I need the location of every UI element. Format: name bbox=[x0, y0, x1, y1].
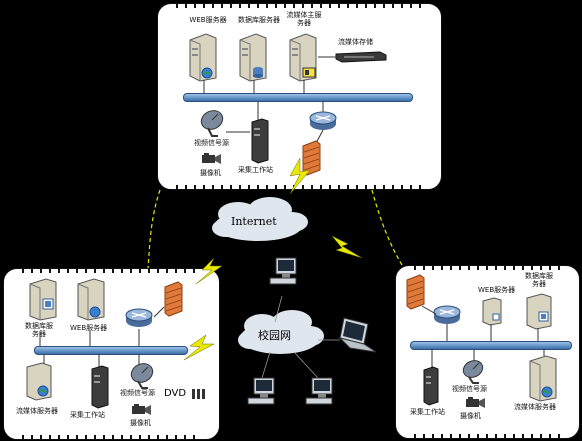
left-capture-ws-label: 采集工作站 bbox=[70, 411, 105, 419]
left-web-server-icon bbox=[77, 278, 105, 321]
web-server-icon bbox=[189, 33, 217, 82]
laptop-icon bbox=[338, 317, 377, 353]
dashed-link-left bbox=[147, 189, 161, 269]
right-capture-ws-label: 采集工作站 bbox=[410, 408, 445, 416]
top-bus-drops bbox=[203, 80, 324, 150]
left-stream-server-label: 流媒体服务器 bbox=[16, 407, 58, 415]
desktop-pc-icon-2 bbox=[247, 377, 275, 405]
internet-cloud-label: Internet bbox=[231, 215, 277, 228]
right-stream-server-icon bbox=[529, 355, 557, 402]
top-stream-main-label: 流媒体主服务器 bbox=[286, 11, 322, 27]
right-network-bus bbox=[410, 341, 572, 350]
router-icon bbox=[309, 111, 337, 130]
storage-link-icon bbox=[318, 56, 338, 58]
storage-device-icon bbox=[335, 51, 387, 63]
camera-icon bbox=[202, 153, 221, 164]
campus-cloud-icon bbox=[238, 310, 324, 354]
left-video-source-label: 视频信号源 bbox=[120, 389, 155, 397]
left-dvd-label: DVD bbox=[164, 388, 187, 399]
lightning-campus bbox=[183, 334, 215, 361]
left-db-server-icon bbox=[29, 278, 57, 321]
campus-cloud-label: 校园网 bbox=[258, 329, 291, 342]
left-camera-label: 摄像机 bbox=[130, 419, 151, 427]
right-bus-drops bbox=[421, 305, 545, 370]
dvd-player-icon bbox=[192, 389, 205, 399]
capture-workstation-icon bbox=[251, 118, 269, 164]
right-db-server-icon bbox=[526, 293, 552, 330]
lightning-left bbox=[195, 257, 223, 285]
stream-main-server-icon bbox=[289, 33, 317, 82]
desktop-pc-icon bbox=[269, 257, 297, 285]
right-web-server-label: WEB服务器 bbox=[478, 286, 516, 294]
internet-cloud-icon bbox=[212, 197, 308, 241]
left-stream-server-icon bbox=[26, 362, 52, 401]
top-network-bus bbox=[183, 93, 413, 102]
left-camera-icon bbox=[132, 404, 151, 415]
top-stream-storage-label: 流媒体存储 bbox=[338, 38, 373, 46]
top-db-server-label: 数据库服务器 bbox=[238, 16, 280, 24]
right-stream-server-label: 流媒体服务器 bbox=[514, 403, 556, 411]
left-capture-workstation-icon bbox=[91, 365, 109, 409]
lightning-right bbox=[331, 235, 363, 259]
desktop-pc-icon-3 bbox=[305, 377, 333, 405]
satellite-dish-icon bbox=[200, 110, 224, 137]
right-web-server-icon bbox=[482, 297, 502, 326]
top-video-source-label: 视频信号源 bbox=[194, 139, 229, 147]
right-db-server-label: 数据库服务器 bbox=[525, 272, 553, 288]
right-router-icon bbox=[433, 305, 461, 324]
left-firewall-icon bbox=[164, 281, 183, 317]
dashed-link-right bbox=[371, 189, 403, 266]
top-camera-label: 摄像机 bbox=[200, 169, 221, 177]
right-site-panel: WEB服务器 数据库服务器 采集工作站 视频信号源 摄像机 流媒体服务器 bbox=[395, 265, 580, 439]
left-router-icon bbox=[125, 308, 153, 327]
right-video-source-label: 视频信号源 bbox=[452, 385, 487, 393]
top-capture-ws-label: 采集工作站 bbox=[238, 166, 273, 174]
left-db-server-label: 数据库服务器 bbox=[25, 322, 53, 338]
right-satellite-dish-icon bbox=[462, 360, 484, 384]
left-site-panel: 数据库服务器 WEB服务器 流媒体服务器 采集工作站 视频信号源 DVD bbox=[3, 268, 220, 440]
db-server-icon bbox=[239, 33, 267, 82]
left-satellite-dish-icon bbox=[130, 363, 154, 389]
right-capture-workstation-icon bbox=[423, 366, 439, 406]
lightning-top bbox=[289, 157, 311, 195]
right-camera-icon bbox=[466, 397, 485, 408]
right-firewall-icon bbox=[406, 274, 425, 310]
top-web-server-label: WEB服务器 bbox=[189, 16, 227, 24]
right-camera-label: 摄像机 bbox=[460, 412, 481, 420]
left-web-server-label: WEB服务器 bbox=[70, 324, 108, 332]
left-network-bus bbox=[34, 346, 188, 355]
